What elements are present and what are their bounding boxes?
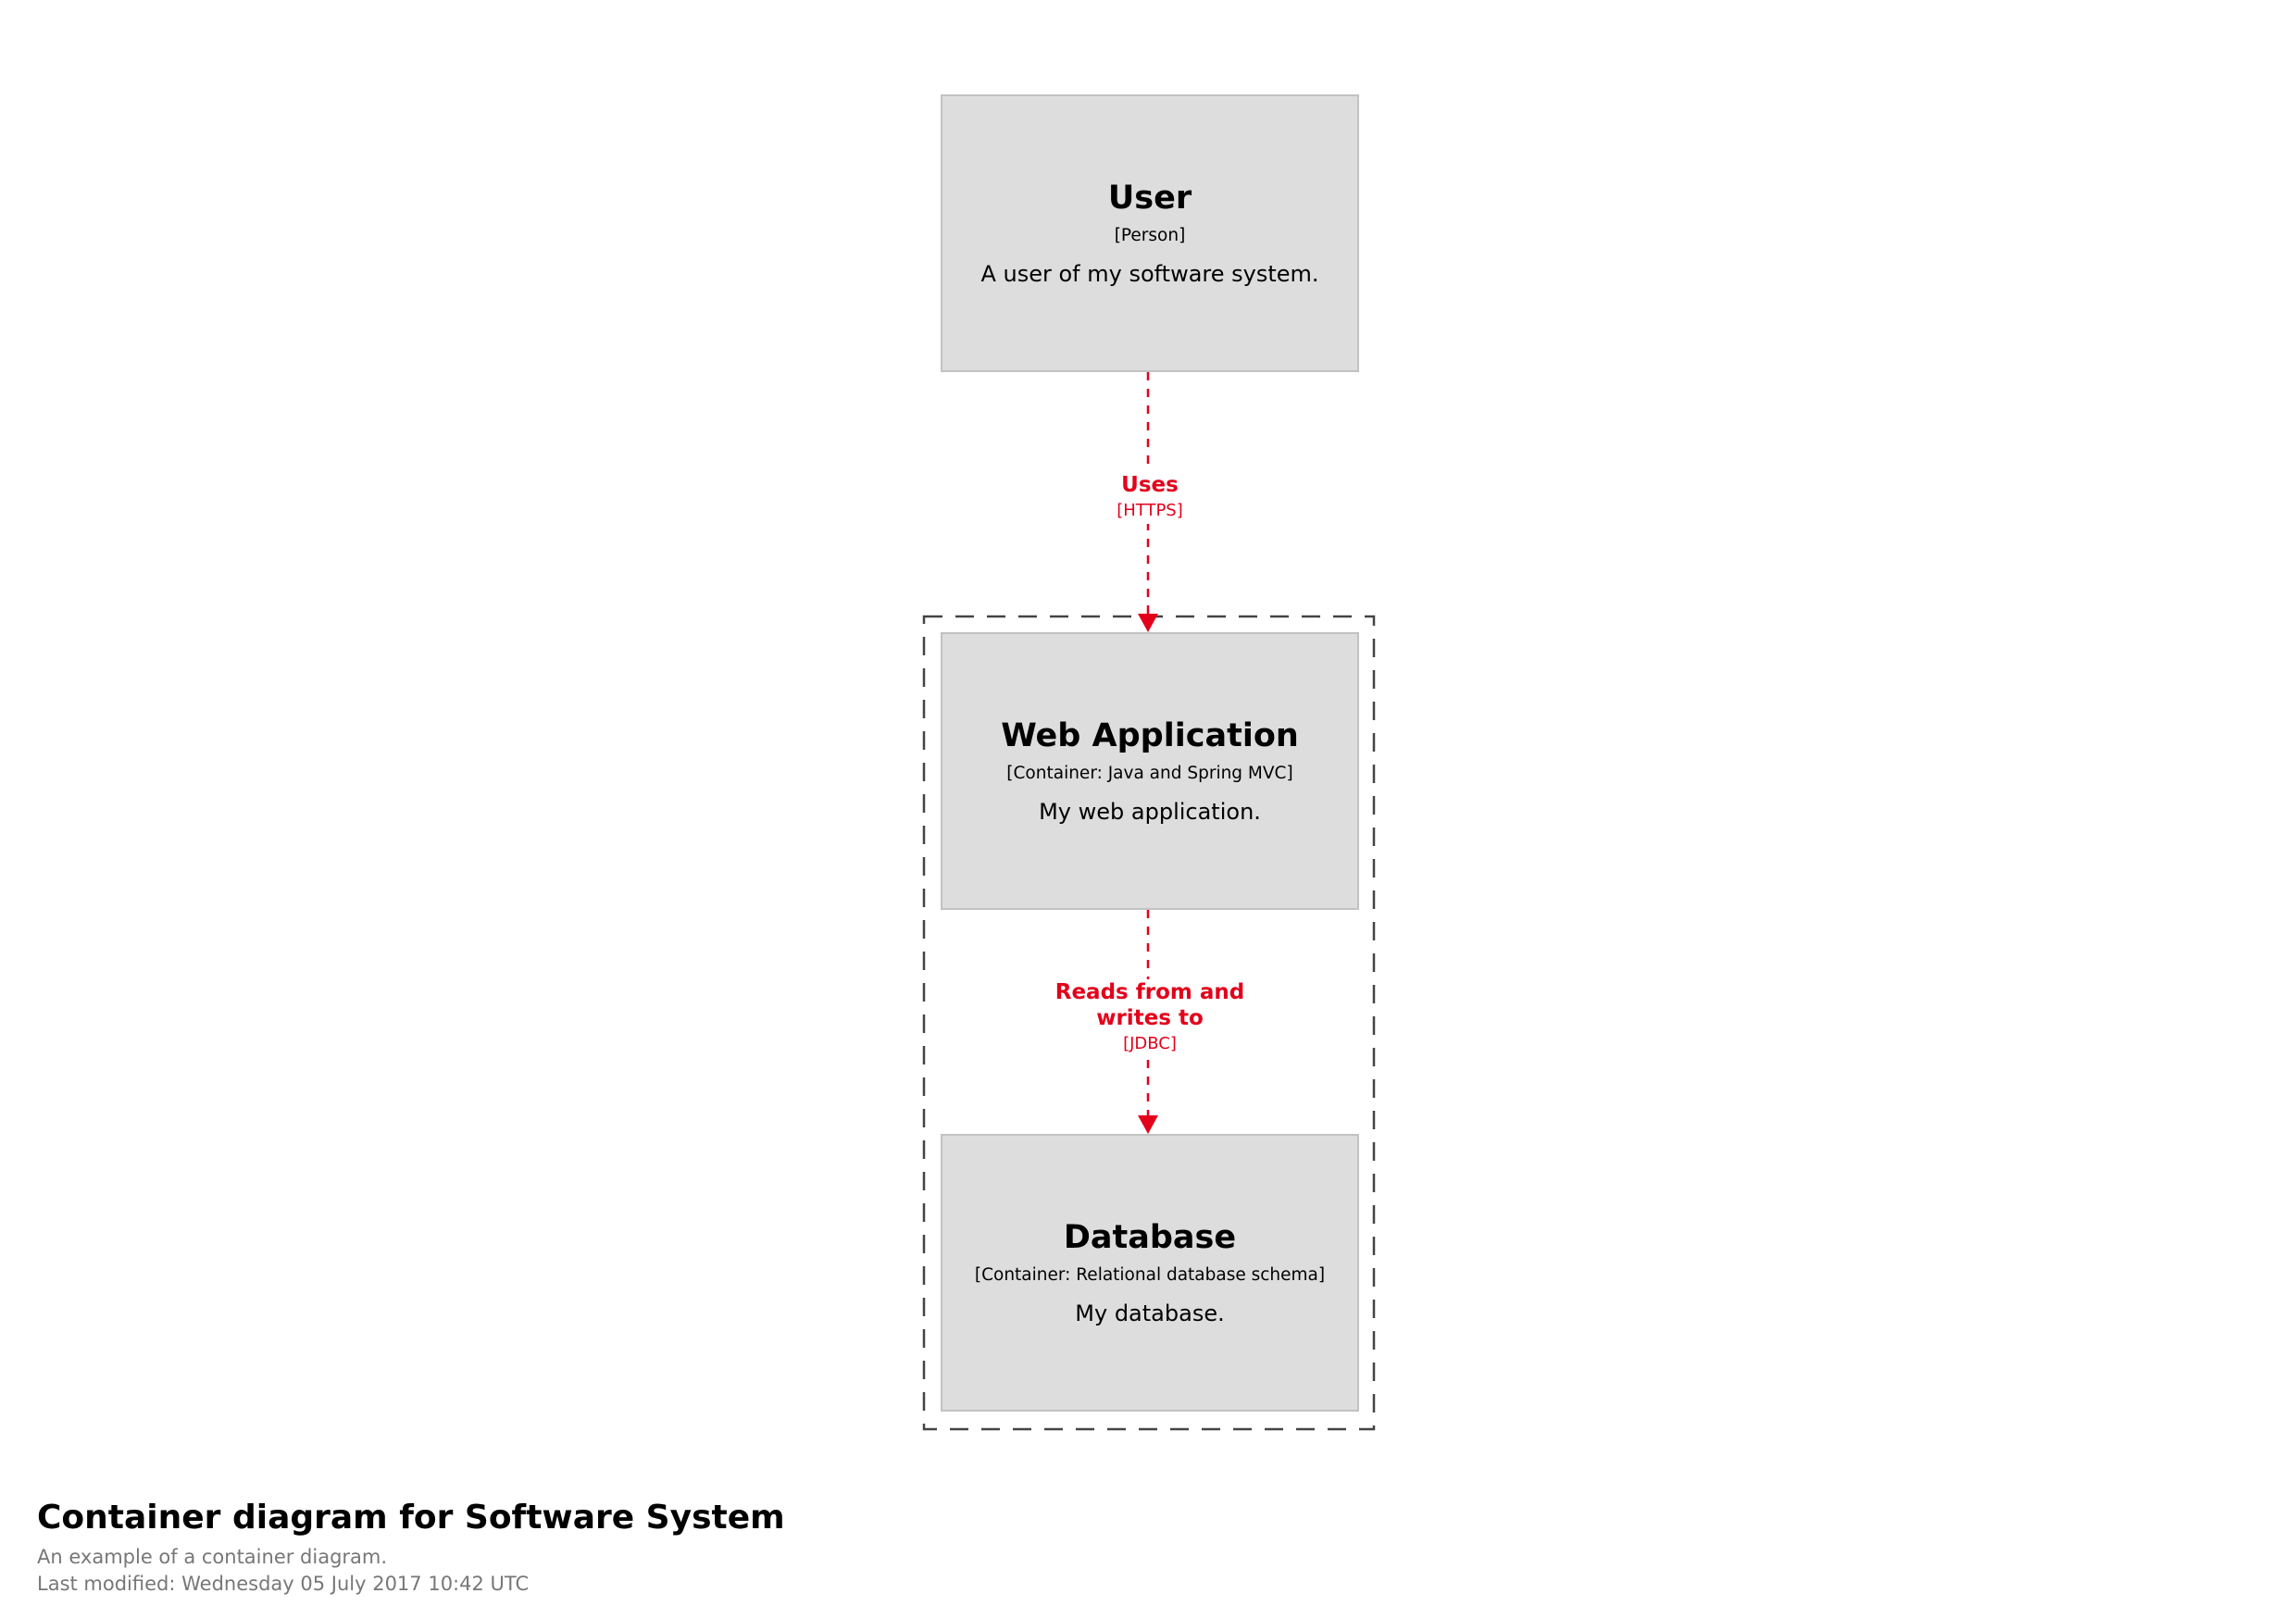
database-container-box[interactable]: Database [Container: Relational database… [941,1134,1359,1412]
element-type: [Container: Java and Spring MVC] [1006,764,1293,783]
diagram-description: An example of a container diagram. [37,1546,388,1568]
element-name: Web Application [1001,717,1299,754]
reads-writes-relationship-label[interactable]: Reads from and writes to [JDBC] [1011,979,1289,1057]
element-description: My web application. [1039,799,1261,825]
element-type: [Container: Relational database schema] [974,1265,1326,1285]
element-description: My database. [1075,1301,1225,1326]
relationship-description-line-2: writes to [1096,1006,1204,1030]
relationship-description: Uses [1121,473,1179,497]
element-type: [Person] [1114,226,1186,245]
element-description: A user of my software system. [980,261,1319,287]
uses-arrowhead-icon [1138,614,1158,632]
relationship-technology: [HTTPS] [1117,501,1183,520]
web-application-container-box[interactable]: Web Application [Container: Java and Spr… [941,632,1359,910]
diagram-title: Container diagram for Software System [37,1499,785,1537]
last-modified-timestamp: Last modified: Wednesday 05 July 2017 10… [37,1573,530,1595]
relationship-technology: [JDBC] [1123,1034,1177,1053]
reads-writes-arrowhead-icon [1138,1115,1158,1134]
element-name: User [1107,180,1192,217]
uses-relationship-label[interactable]: Uses [HTTPS] [1011,472,1289,524]
element-name: Database [1063,1219,1237,1256]
user-person-box[interactable]: User [Person] A user of my software syst… [941,94,1359,372]
relationship-description-line-1: Reads from and [1054,980,1245,1004]
